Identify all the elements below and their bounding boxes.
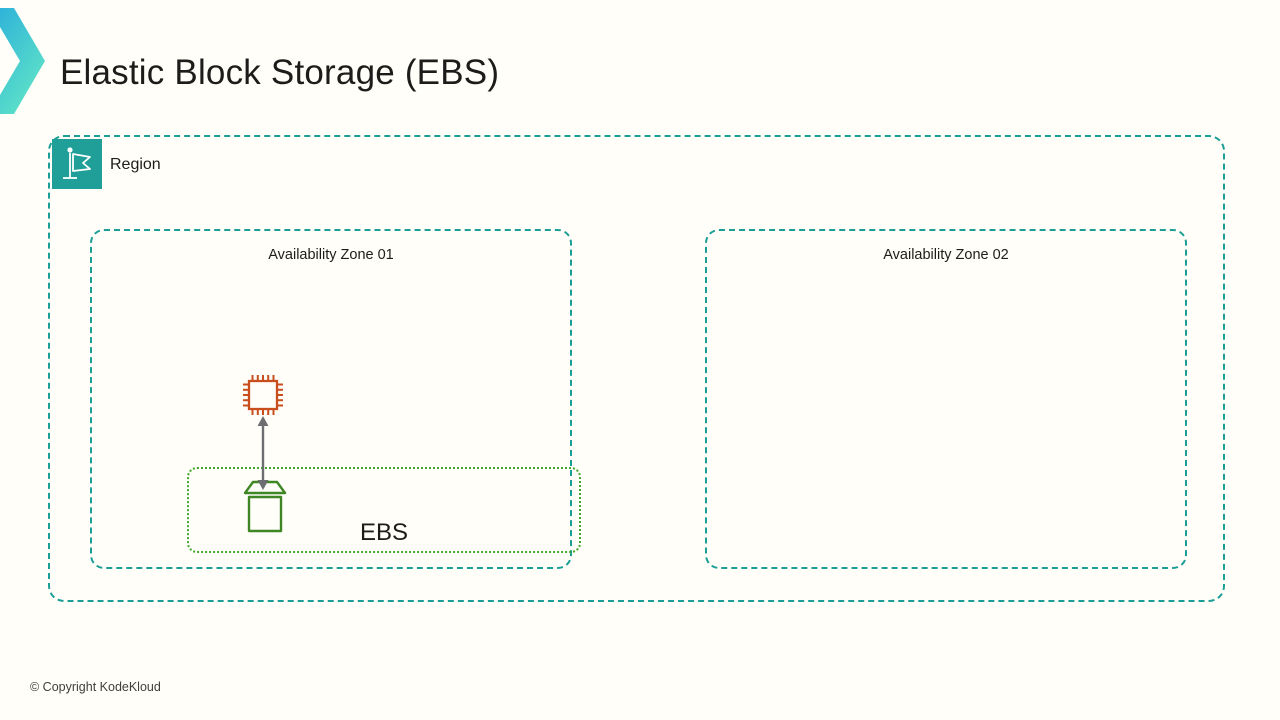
availability-zone-01-box: Availability Zone 01 [90, 229, 581, 569]
ebs-box: EBS [187, 467, 581, 553]
region-box: Region Availability Zone 01 [48, 135, 1225, 602]
copyright-text: © Copyright KodeKloud [30, 680, 161, 694]
page-title: Elastic Block Storage (EBS) [60, 53, 500, 92]
ebs-label: EBS [359, 519, 409, 546]
double-arrow-icon [257, 416, 269, 490]
availability-zone-01-label: Availability Zone 01 [268, 247, 394, 263]
availability-zone-02-label: Availability Zone 02 [883, 247, 1009, 263]
chip-icon [243, 375, 283, 415]
kodekloud-chevron-icon [0, 8, 45, 114]
storage-box-icon [243, 480, 287, 533]
flag-icon [63, 147, 91, 179]
region-label: Region [110, 156, 161, 173]
region-badge [52, 139, 102, 189]
availability-zone-02-box: Availability Zone 02 [705, 229, 1187, 569]
